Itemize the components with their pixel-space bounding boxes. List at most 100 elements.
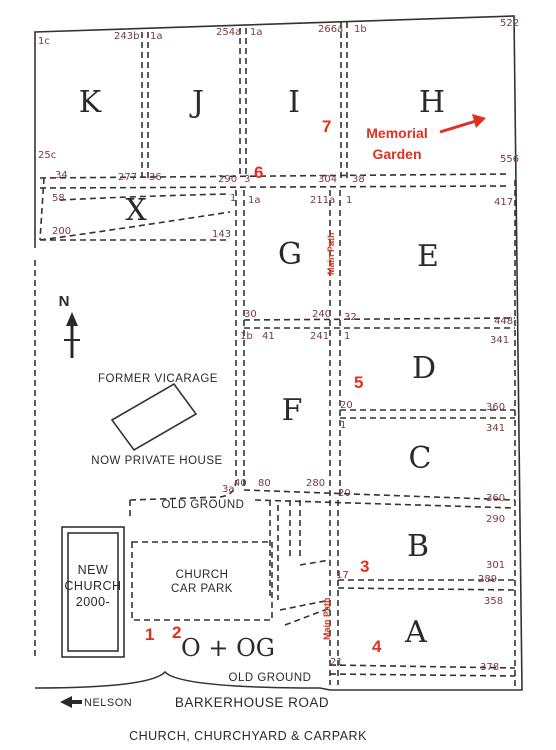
plot-number: 417 xyxy=(494,197,513,208)
plot-number: 1a xyxy=(248,195,261,206)
arrow-icon xyxy=(439,114,486,134)
section-g: G xyxy=(278,237,302,272)
plot-number: 1c xyxy=(38,36,50,47)
map-title: CHURCH, CHURCHYARD & CARPARK xyxy=(129,729,367,743)
plot-number: 290 xyxy=(218,174,237,185)
plot-number: 58 xyxy=(52,193,65,204)
plot-number: 20 xyxy=(338,488,351,499)
plot-number: 1a xyxy=(250,27,263,38)
plot-number: 360 xyxy=(486,493,505,504)
new-church-label: CHURCH xyxy=(64,579,121,593)
left-arrow-icon xyxy=(60,696,72,708)
plot-number: 40 xyxy=(234,478,247,489)
plot-number: 378 xyxy=(480,662,499,673)
section-k: K xyxy=(79,85,102,120)
plot-number: 211a xyxy=(310,195,335,206)
plot-number: 30 xyxy=(244,309,257,320)
section-b: B xyxy=(407,529,429,564)
plot-number: 358 xyxy=(484,596,503,607)
plot-number: 304 xyxy=(318,174,337,185)
new-church-label: NEW xyxy=(78,563,109,577)
plot-number: 34 xyxy=(55,170,68,181)
private-house-label: NOW PRIVATE HOUSE xyxy=(91,455,222,467)
section-a: A xyxy=(404,615,427,650)
plot-number: 3 xyxy=(244,174,250,185)
plot-number: 36 xyxy=(149,172,162,183)
road-edge xyxy=(34,670,331,691)
plot-number: 448 xyxy=(494,316,513,327)
plot-number: 38 xyxy=(352,174,365,185)
plot-number: 341 xyxy=(486,423,505,434)
path-lines xyxy=(39,22,516,690)
plot-number: 290 xyxy=(486,514,505,525)
former-vicarage-label: FORMER VICARAGE xyxy=(98,373,218,385)
marker-7: 7 xyxy=(322,117,331,136)
plot-number: 280 xyxy=(306,478,325,489)
nelson-label: NELSON xyxy=(84,697,132,709)
plot-number: 522 xyxy=(500,18,519,29)
marker-6: 6 xyxy=(254,163,263,182)
plot-number: 17 xyxy=(336,570,349,581)
section-f: F xyxy=(282,393,303,428)
plot-number: 240 xyxy=(312,309,331,320)
new-church-building xyxy=(61,526,125,658)
churchyard-boundary xyxy=(34,15,523,691)
road-label: BARKERHOUSE ROAD xyxy=(175,695,329,710)
plot-number: 241 xyxy=(310,331,329,342)
main-path-label: Main Path xyxy=(322,597,332,640)
memorial-garden-label: Garden xyxy=(372,146,421,162)
section-e: E xyxy=(417,239,439,274)
section-h: H xyxy=(419,85,445,120)
plot-number: 360 xyxy=(486,402,505,413)
old-ground-label: OLD GROUND xyxy=(229,672,312,684)
marker-3: 3 xyxy=(360,557,369,576)
section-i: I xyxy=(288,85,300,120)
section-d: D xyxy=(412,351,436,386)
plot-number: 301 xyxy=(486,560,505,571)
plot-number: 341 xyxy=(490,335,509,346)
plot-number: 289 xyxy=(478,574,497,585)
plot-number: 3a xyxy=(222,484,235,495)
plot-number: 254a xyxy=(216,27,241,38)
section-c: C xyxy=(409,441,432,476)
old-ground-label: OLD GROUND xyxy=(162,499,245,511)
plot-number: 32 xyxy=(344,312,357,323)
plot-number: 1 xyxy=(340,420,346,431)
plot-number: 25c xyxy=(38,150,56,161)
plot-number: 80 xyxy=(258,478,271,489)
section-j: J xyxy=(189,85,204,120)
marker-1: 1 xyxy=(145,625,154,644)
plot-number: 143 xyxy=(212,229,231,240)
section-x: X xyxy=(125,193,147,228)
svg-text:N: N xyxy=(59,293,70,310)
plot-number: 1a xyxy=(150,31,163,42)
plot-number: 1 xyxy=(346,195,352,206)
plot-number: 1b xyxy=(240,331,253,342)
plot-number: 200 xyxy=(52,226,71,237)
nelson-direction: NELSON xyxy=(60,696,132,709)
car-park-label: CHURCH xyxy=(176,569,229,581)
main-path-label: Main Path xyxy=(326,232,336,275)
former-vicarage-building xyxy=(110,382,198,452)
plot-number: 1b xyxy=(354,24,367,35)
memorial-garden-label: Memorial xyxy=(366,125,427,141)
car-park-area xyxy=(131,541,273,621)
plot-number: 277 xyxy=(118,172,137,183)
plot-number: 20 xyxy=(340,400,353,411)
marker-2: 2 xyxy=(172,623,181,642)
new-church-label: 2000- xyxy=(76,595,110,609)
plot-number: 243b xyxy=(114,31,139,42)
marker-4: 4 xyxy=(372,637,382,656)
plot-number: 1 xyxy=(344,331,350,342)
plot-number: 21 xyxy=(330,657,343,668)
section-o-og: O + OG xyxy=(181,634,275,662)
plot-number: 1 xyxy=(230,193,236,204)
plot-number: 41 xyxy=(262,331,275,342)
plot-numbers: 1c 243b 1a 254a 1a 266a 1b 522 25c 556 3… xyxy=(38,18,519,673)
plot-number: 556 xyxy=(500,154,519,165)
north-arrow-icon: N xyxy=(59,293,80,358)
car-park-label: CAR PARK xyxy=(171,583,233,595)
plot-number: 266a xyxy=(318,24,343,35)
marker-5: 5 xyxy=(354,373,363,392)
